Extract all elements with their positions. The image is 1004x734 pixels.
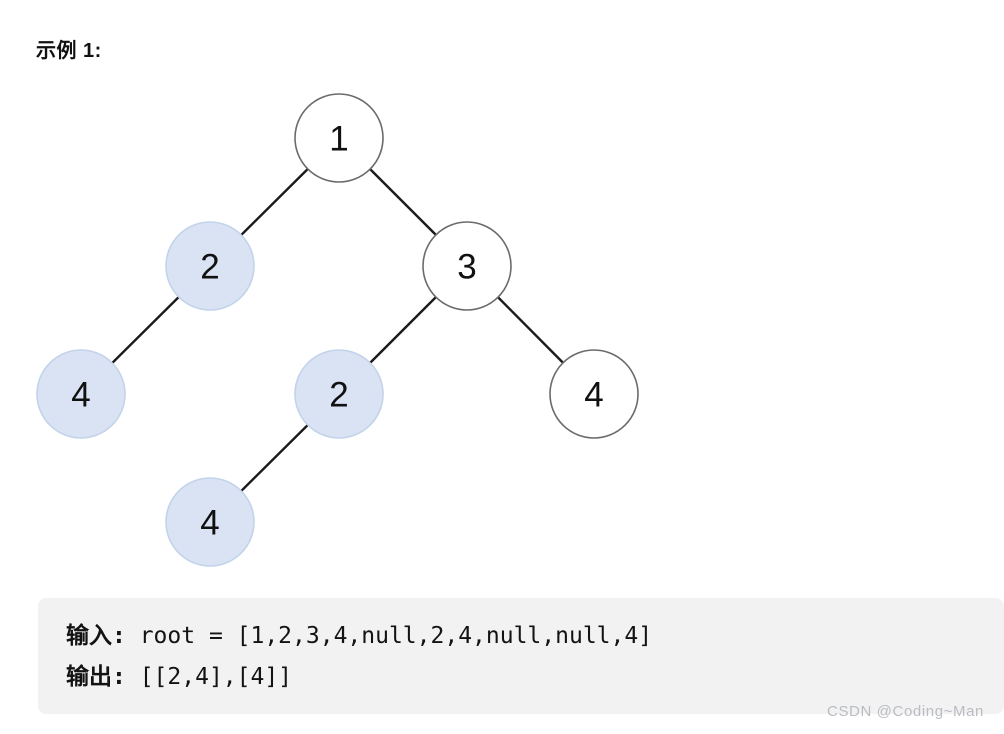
tree-node-label: 3: [457, 248, 476, 287]
tree-node: 1: [294, 93, 384, 183]
input-line: 输入: root = [1,2,3,4,null,2,4,null,null,4…: [66, 616, 1004, 657]
tree-node-label: 1: [329, 120, 348, 159]
tree-node-label: 2: [200, 248, 219, 287]
binary-tree-svg: 1 2 3 4 2 4 4: [36, 93, 639, 567]
tree-node-circle: [549, 349, 639, 439]
tree-node-layer: 1 2 3 4 2 4 4: [36, 93, 639, 567]
tree-edge: [240, 423, 309, 493]
tree-node-circle-highlighted: [165, 477, 255, 567]
tree-edge: [111, 295, 180, 365]
output-line: 输出: [[2,4],[4]]: [66, 657, 1004, 698]
tree-edge: [368, 167, 438, 237]
tree-node-circle: [294, 93, 384, 183]
tree-node: 4: [36, 349, 126, 439]
tree-node: 4: [165, 477, 255, 567]
input-label: 输入:: [66, 623, 140, 649]
output-label: 输出:: [66, 664, 140, 690]
input-value: root = [1,2,3,4,null,2,4,null,null,4]: [139, 623, 653, 649]
tree-edge: [240, 167, 309, 237]
watermark: CSDN @Coding~Man: [827, 703, 984, 720]
output-value: [[2,4],[4]]: [139, 664, 293, 690]
tree-node: 2: [294, 349, 384, 439]
tree-node-label: 4: [584, 376, 603, 415]
tree-node-label: 2: [329, 376, 348, 415]
tree-node-label: 4: [200, 504, 219, 543]
binary-tree-figure: 1 2 3 4 2 4 4: [0, 70, 1004, 580]
tree-node: 3: [422, 221, 512, 311]
tree-edge: [496, 296, 565, 364]
tree-node-circle-highlighted: [294, 349, 384, 439]
page-title: 示例 1:: [36, 40, 102, 62]
tree-node-circle: [422, 221, 512, 311]
tree-node-circle-highlighted: [36, 349, 126, 439]
tree-node-circle-highlighted: [165, 221, 255, 311]
tree-node: 4: [549, 349, 639, 439]
tree-edge-layer: [111, 167, 565, 493]
tree-node-label: 4: [71, 376, 90, 415]
example-io-box: 输入: root = [1,2,3,4,null,2,4,null,null,4…: [38, 598, 1004, 714]
tree-node: 2: [165, 221, 255, 311]
tree-edge: [368, 295, 438, 365]
